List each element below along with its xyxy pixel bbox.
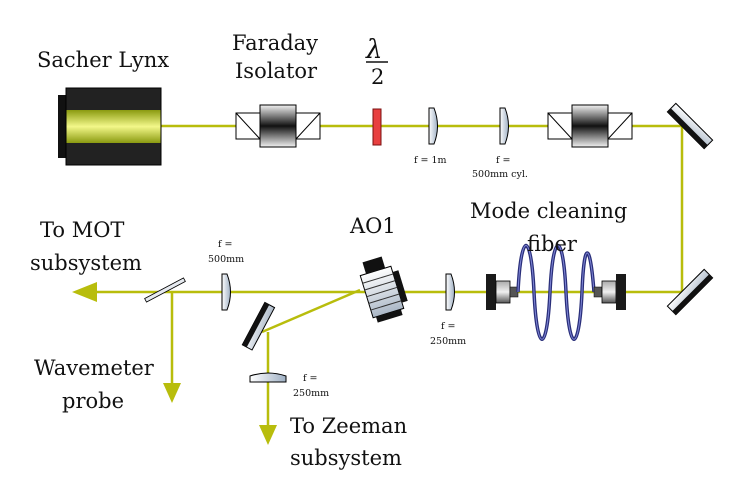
waveplate-denominator: 2: [371, 65, 384, 89]
laser-label: Sacher Lynx: [37, 48, 169, 72]
zeeman-label-line1: To Zeeman: [290, 414, 407, 438]
mot-label-line2: subsystem: [30, 251, 142, 275]
mirror-bottom-right: [666, 268, 714, 316]
beam-arrowheads: [72, 282, 277, 445]
lens-f250-aom: [445, 273, 455, 311]
wavemeter-label-line2: probe: [62, 389, 124, 413]
zeeman-label-line2: subsystem: [290, 446, 402, 470]
acousto-optic-modulator: [359, 256, 408, 323]
faraday-isolator-1: [235, 104, 321, 148]
isolator-label-line1: Faraday: [232, 31, 318, 55]
fiber-label-line1: Mode cleaning: [470, 199, 627, 223]
half-wave-plate: [372, 108, 382, 146]
lens-f1m-label: f = 1m: [414, 155, 447, 166]
lens-mot-label-line1: f =: [218, 239, 233, 250]
pickoff-mirror: [144, 277, 186, 303]
lens-f250-zeeman: [249, 372, 287, 383]
lens-f1m: [428, 107, 438, 145]
lens-zeeman-label-line1: f =: [303, 373, 318, 384]
mirror-top-right: [666, 102, 714, 150]
lens-aom-label-line2: 250mm: [430, 336, 466, 347]
mirror-zeeman: [241, 301, 276, 351]
wavemeter-label-line1: Wavemeter: [34, 356, 155, 380]
arrow-zeeman: [259, 425, 277, 445]
mot-label-line1: To MOT: [40, 218, 124, 242]
fiber-label-line2: fiber: [527, 232, 578, 256]
arrow-mot: [72, 282, 97, 302]
laser-head: [58, 87, 162, 166]
faraday-isolator-2: [547, 104, 633, 148]
lens-cyl-label-line2: 500mm cyl.: [472, 169, 528, 180]
beam-deflected: [261, 288, 361, 334]
fiber-coupler-right: [593, 274, 626, 310]
waveplate-lambda: λ: [365, 35, 382, 65]
lens-zeeman-label-line2: 250mm: [293, 388, 329, 399]
lens-mot-label-line2: 500mm: [208, 254, 244, 265]
lens-f500-mot: [221, 273, 231, 311]
aom-label: AO1: [349, 214, 396, 238]
lens-f500-cyl: [499, 107, 509, 145]
arrow-wavemeter: [163, 383, 181, 403]
isolator-label-line2: Isolator: [235, 59, 318, 83]
mode-cleaning-fiber: [486, 243, 626, 341]
lens-cyl-label-line1: f =: [496, 155, 511, 166]
fiber-coupler-left: [486, 274, 519, 310]
lens-aom-label-line1: f =: [441, 321, 456, 332]
